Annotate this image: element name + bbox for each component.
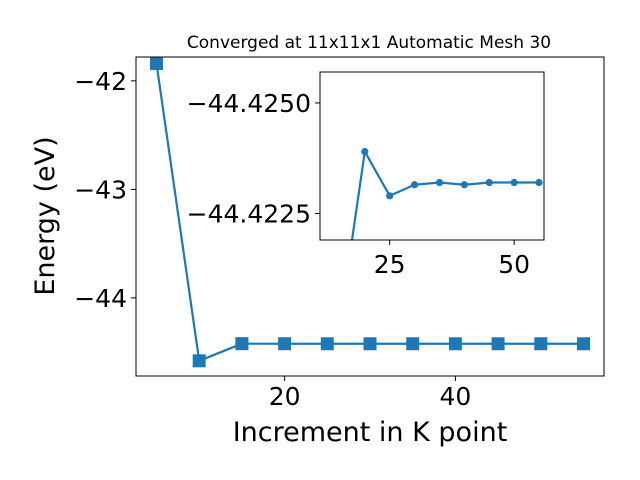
data-point-square: [192, 354, 206, 368]
x-tick-label: 40: [439, 382, 471, 411]
x-tick-label: 20: [269, 382, 301, 411]
data-point-square: [149, 57, 163, 71]
x-axis-label: Increment in K point: [233, 417, 508, 448]
inset-plot-frame: [319, 71, 545, 241]
inset-series: [350, 147, 543, 240]
inset-data-point: [460, 181, 468, 189]
inset-data-point: [435, 178, 444, 187]
inset-x-tick-label: 25: [374, 250, 406, 279]
y-axis-label: Energy (eV): [30, 136, 61, 295]
inset-y-tick-label: −44.4250: [187, 89, 311, 118]
chart-title: Converged at 11x11x1 Automatic Mesh 30: [187, 33, 551, 53]
main-plot: Converged at 11x11x1 Automatic Mesh 30 2…: [30, 33, 605, 448]
inset-background: [320, 72, 544, 240]
data-point-square: [278, 337, 292, 351]
y-tick-label: −43: [74, 175, 127, 204]
data-point-square: [491, 337, 505, 351]
main-plot-frame: [135, 56, 605, 377]
inset-data-point: [510, 178, 518, 187]
main-series: [149, 57, 591, 368]
y-tick-label: −44: [74, 284, 127, 313]
inset-x-tick-label: 50: [498, 250, 530, 279]
data-point-square: [448, 337, 462, 351]
inset-y-tick-label: −44.4225: [187, 199, 311, 228]
data-point-square: [534, 337, 548, 351]
y-tick-label: −42: [74, 67, 127, 96]
inset-axis-ticks: 25 50 −44.4250 −44.4225: [187, 89, 530, 279]
data-point-square: [406, 337, 420, 351]
inset-data-point: [410, 181, 419, 189]
inset-data-point: [361, 147, 369, 156]
inset-plot: 25 50 −44.4250 −44.4225: [187, 71, 545, 279]
inset-data-point: [535, 178, 543, 187]
inset-data-point: [485, 178, 493, 187]
data-point-square: [320, 337, 334, 351]
data-point-square: [577, 337, 591, 351]
inset-data-point: [386, 192, 394, 200]
data-point-square: [235, 337, 249, 351]
data-point-square: [363, 337, 377, 351]
main-axis-ticks: 20 40 −42 −43 −44: [74, 67, 471, 411]
